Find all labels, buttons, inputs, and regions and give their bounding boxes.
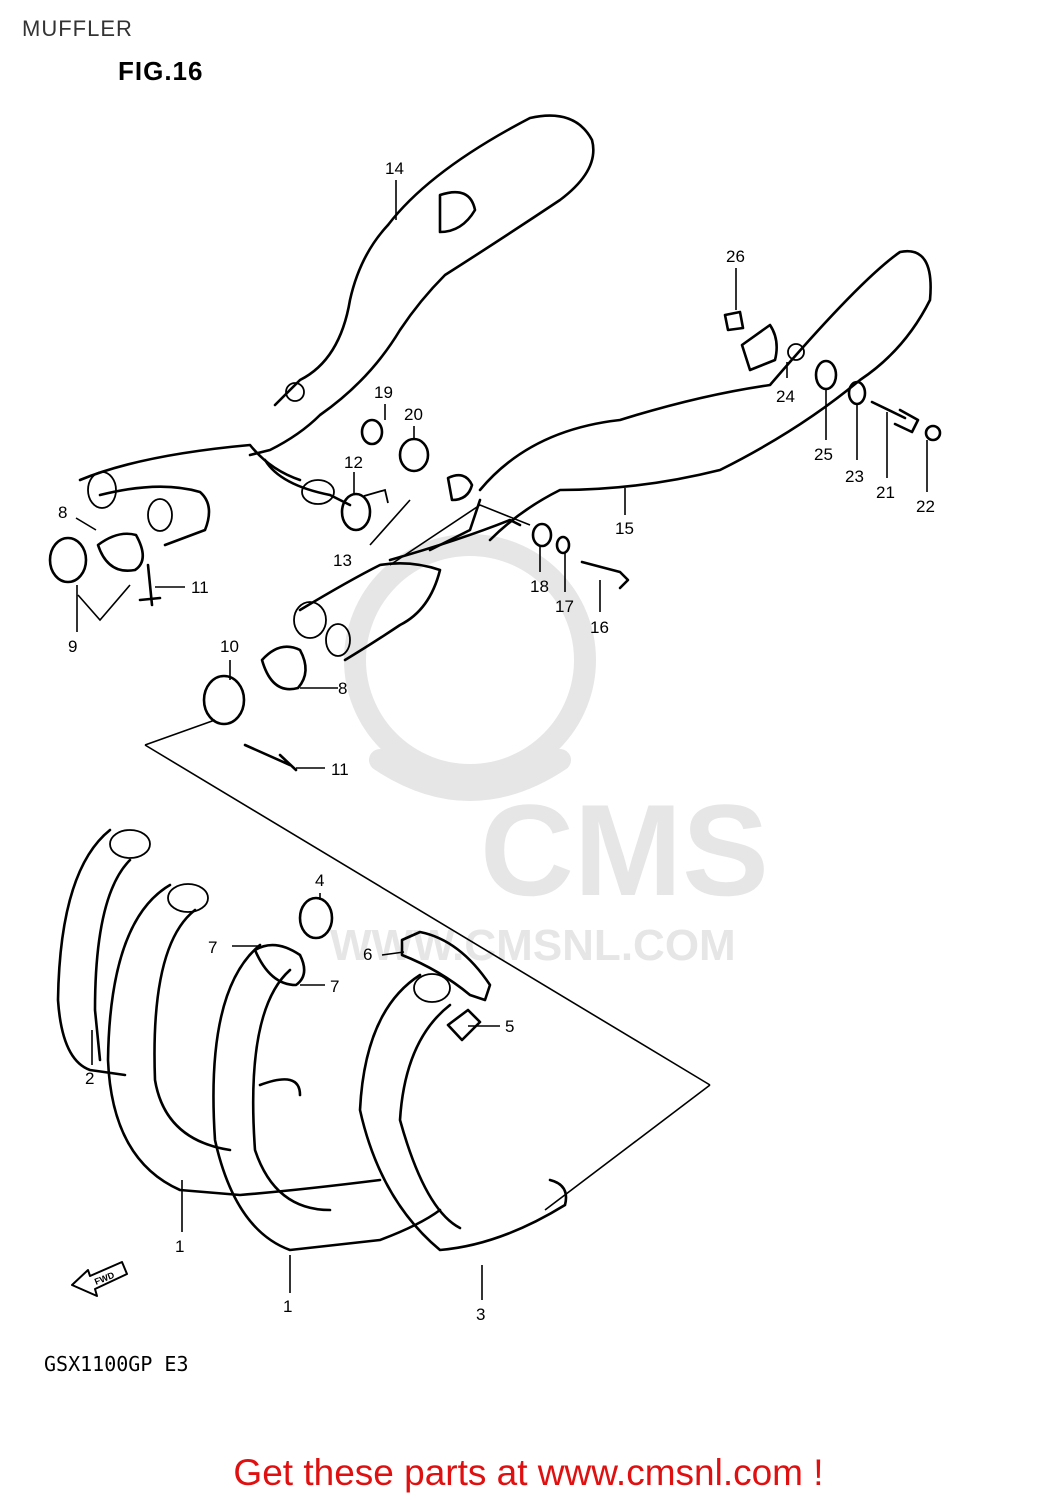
callout-20[interactable]: 20 [404, 405, 423, 424]
part-11-bolt-upper[interactable] [138, 563, 162, 607]
part-17-washer[interactable] [555, 535, 571, 555]
callout-25[interactable]: 25 [814, 445, 833, 464]
part-2-exhaust-pipe[interactable] [56, 828, 151, 1077]
callout-19[interactable]: 19 [374, 383, 393, 402]
callout-7-upper[interactable]: 7 [208, 938, 217, 957]
callout-1-lower[interactable]: 1 [283, 1297, 292, 1316]
part-18-washer[interactable] [531, 522, 553, 548]
callout-12[interactable]: 12 [344, 453, 363, 472]
callout-11-lower[interactable]: 11 [331, 760, 349, 779]
callout-21[interactable]: 21 [876, 483, 895, 502]
part-collector-left[interactable] [78, 443, 352, 547]
part-12-clamp[interactable] [340, 488, 389, 532]
callout-leader-lines [75, 180, 928, 1300]
callout-17[interactable]: 17 [555, 597, 574, 616]
part-4-gasket[interactable] [298, 896, 334, 940]
callout-2[interactable]: 2 [85, 1069, 94, 1088]
callout-23[interactable]: 23 [845, 467, 864, 486]
callout-6[interactable]: 6 [363, 945, 372, 964]
watermark-url: WWW.CMSNL.COM [330, 921, 736, 970]
callout-22[interactable]: 22 [916, 497, 935, 516]
callout-13[interactable]: 13 [333, 551, 352, 570]
callout-3[interactable]: 3 [476, 1305, 485, 1324]
part-22-cap[interactable] [924, 424, 942, 442]
part-11-bolt-lower[interactable] [243, 743, 298, 772]
figure-label: FIG.16 [118, 56, 204, 86]
cms-watermark: CMS WWW.CMSNL.COM [330, 534, 769, 970]
part-19-collar[interactable] [360, 418, 384, 446]
callout-14[interactable]: 14 [385, 159, 404, 178]
part-20-rubber[interactable] [398, 437, 430, 473]
callout-26[interactable]: 26 [726, 247, 745, 266]
callout-24[interactable]: 24 [776, 387, 795, 406]
assembly-guide-lines [77, 499, 711, 1211]
callout-1-upper[interactable]: 1 [175, 1237, 184, 1256]
callout-9[interactable]: 9 [68, 637, 77, 656]
part-14-muffler-left[interactable] [248, 114, 595, 457]
callout-5[interactable]: 5 [505, 1017, 514, 1036]
callout-16[interactable]: 16 [590, 618, 609, 637]
callout-15[interactable]: 15 [615, 519, 634, 538]
callout-11-upper[interactable]: 11 [191, 578, 209, 597]
callout-10[interactable]: 10 [220, 637, 239, 656]
part-23-washer[interactable] [847, 380, 867, 406]
callout-18[interactable]: 18 [530, 577, 549, 596]
part-16-bolt[interactable] [580, 560, 630, 590]
part-21-bolt[interactable] [870, 400, 920, 434]
callout-8-lower[interactable]: 8 [338, 679, 347, 698]
section-title: MUFFLER [22, 16, 133, 41]
part-1-exhaust-pipe-b[interactable] [212, 943, 442, 1252]
part-1-exhaust-pipe-a[interactable] [106, 883, 382, 1197]
callout-4[interactable]: 4 [315, 871, 324, 890]
model-code: GSX1100GP E3 [44, 1352, 189, 1376]
call-to-action-link[interactable]: Get these parts at www.cmsnl.com ! [233, 1452, 824, 1493]
part-26-nut[interactable] [723, 310, 745, 332]
part-5-bolt[interactable] [446, 1008, 482, 1042]
part-8-gasket-upper[interactable] [96, 532, 145, 573]
part-25-rubber[interactable] [814, 359, 838, 391]
watermark-brand: CMS [480, 777, 769, 923]
callout-8-upper[interactable]: 8 [58, 503, 67, 522]
part-24-bracket-bolt[interactable] [740, 323, 805, 372]
part-3-exhaust-pipe[interactable] [358, 973, 568, 1252]
callout-7-lower[interactable]: 7 [330, 977, 339, 996]
part-6-flange[interactable] [400, 930, 492, 1002]
part-9-clamp[interactable] [48, 536, 88, 584]
part-7-gasket[interactable] [253, 943, 306, 987]
part-10-clamp[interactable] [202, 674, 246, 726]
part-15-muffler-right[interactable] [293, 249, 932, 662]
forward-arrow-icon: FWD [71, 1261, 128, 1297]
part-8-gasket-lower[interactable] [260, 645, 307, 691]
